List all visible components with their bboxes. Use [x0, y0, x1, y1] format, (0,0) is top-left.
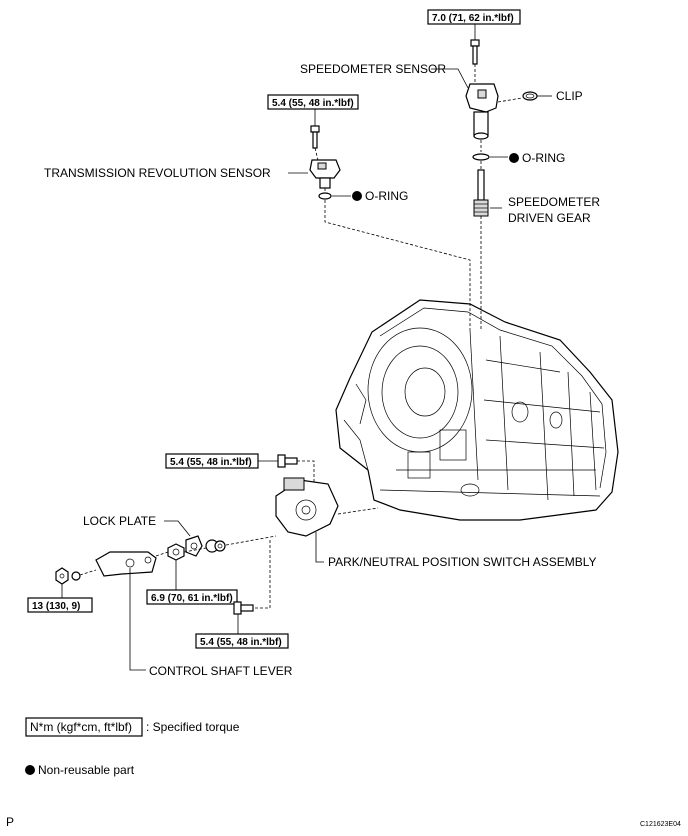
- torque-box-lever-nut: [146, 589, 238, 605]
- legend: N*m (kgf*cm, ft*lbf) : Specified torque …: [25, 717, 240, 777]
- transmission-case: [335, 299, 619, 521]
- speedometer-driven-gear-icon: [473, 169, 489, 217]
- label-lock-plate: LOCK PLATE: [83, 514, 156, 528]
- revolution-bolt-icon: [310, 125, 320, 149]
- label-speedometer-driven-gear-2: DRIVEN GEAR: [508, 211, 591, 225]
- switch-bolt-lower-icon: [233, 601, 254, 615]
- o-ring-mid-icon: [318, 192, 332, 200]
- park-neutral-group: 5.4 (55, 48 in.*lbf) PARK/NEUTRAL POSITI…: [27, 453, 597, 678]
- revolution-sensor-group: 5.4 (55, 48 in.*lbf) TRANSMISSION REVOLU…: [44, 94, 471, 330]
- label-park-neutral-switch: PARK/NEUTRAL POSITION SWITCH ASSEMBLY: [328, 555, 597, 569]
- label-speedometer-sensor: SPEEDOMETER SENSOR: [300, 62, 446, 76]
- torque-revolution-bolt: 5.4 (55, 48 in.*lbf): [272, 98, 354, 109]
- torque-box-switch-lower: [195, 633, 289, 649]
- lock-plate-icon: [185, 535, 203, 557]
- label-speedometer-driven-gear-1: SPEEDOMETER: [508, 195, 600, 209]
- outer-nut-icon: [55, 567, 69, 585]
- legend-nonreusable-desc: Non-reusable part: [38, 763, 135, 777]
- control-shaft-lever-icon: [95, 551, 157, 577]
- torque-switch-bolt-upper: 5.4 (55, 48 in.*lbf): [170, 457, 252, 468]
- speedometer-group: 7.0 (71, 62 in.*lbf) SPEEDOMETER SENSOR …: [300, 9, 600, 330]
- nonreusable-mark-mid-icon: [352, 191, 362, 201]
- outer-washer-icon: [71, 571, 81, 581]
- park-neutral-switch-icon: [275, 477, 339, 537]
- switch-bolt-upper-icon: [277, 454, 298, 468]
- o-ring-top-icon: [472, 153, 490, 161]
- legend-torque-box: [25, 717, 143, 737]
- torque-box-revolution: [267, 94, 359, 110]
- clip-icon: [522, 91, 538, 101]
- washer-seal-icon: [214, 540, 226, 552]
- label-o-ring-mid: O-RING: [365, 189, 408, 203]
- legend-torque-label: N*m (kgf*cm, ft*lbf): [30, 720, 132, 734]
- label-clip: CLIP: [556, 89, 583, 103]
- footer-left-mark: P: [6, 815, 14, 829]
- torque-box-speedometer: [427, 9, 521, 25]
- speedometer-bolt-icon: [470, 39, 480, 65]
- torque-speedometer-bolt: 7.0 (71, 62 in.*lbf): [432, 13, 514, 24]
- torque-lever-nut-outer: 13 (130, 9): [32, 601, 80, 612]
- lever-nut-icon: [167, 543, 185, 561]
- torque-box-lever-nut-outer: [27, 597, 93, 613]
- label-control-shaft-lever: CONTROL SHAFT LEVER: [149, 664, 293, 678]
- label-transmission-revolution-sensor: TRANSMISSION REVOLUTION SENSOR: [44, 166, 271, 180]
- nonreusable-mark-top-icon: [509, 153, 519, 163]
- speedometer-sensor-icon: [465, 83, 499, 140]
- legend-torque-desc: : Specified torque: [146, 720, 240, 734]
- torque-lever-nut: 6.9 (70, 61 in.*lbf): [151, 593, 233, 604]
- footer-code: C121623E04: [640, 821, 681, 828]
- label-o-ring-top: O-RING: [522, 151, 565, 165]
- torque-switch-bolt-lower: 5.4 (55, 48 in.*lbf): [200, 637, 282, 648]
- transmission-revolution-sensor-icon: [309, 159, 341, 189]
- legend-nonreusable-icon: [25, 765, 35, 775]
